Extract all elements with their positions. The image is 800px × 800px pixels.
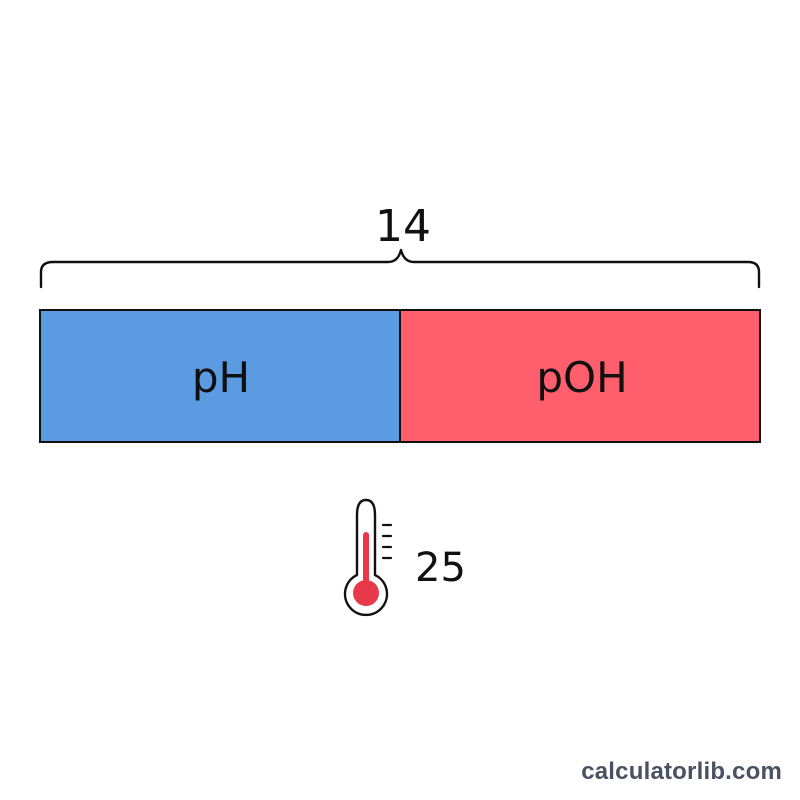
poh-segment — [399, 309, 761, 443]
ph-segment — [39, 309, 401, 443]
temperature-value: 25 — [415, 545, 466, 591]
site-watermark: calculatorlib.com — [581, 758, 782, 785]
thermometer-icon — [343, 498, 393, 617]
ph-label: pH — [192, 353, 250, 402]
total-brace — [39, 248, 761, 289]
poh-label: pOH — [536, 353, 627, 402]
total-label: 14 — [375, 201, 431, 252]
